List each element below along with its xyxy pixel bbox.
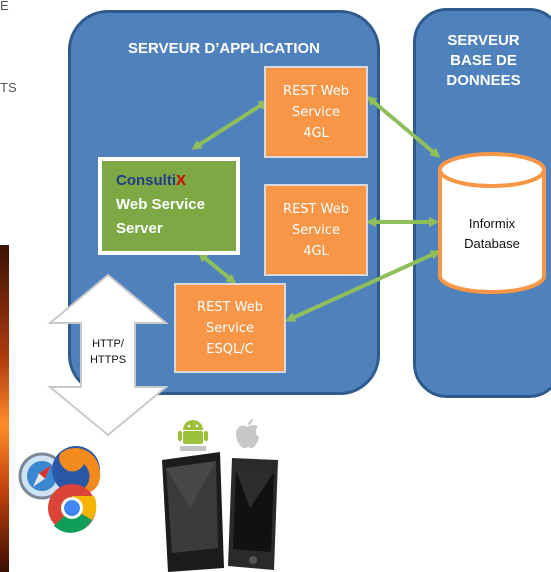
- database-label-line1: Informix: [468, 216, 516, 231]
- service-4gl-middle-line1: REST Web: [283, 201, 349, 217]
- http-label-line1: HTTP/: [92, 338, 124, 350]
- arrow-service-esql-to-database: [285, 250, 441, 322]
- smartphone-left: [162, 452, 224, 572]
- consultix-line3: Server: [116, 220, 163, 237]
- consultix-brand-main: Consulti: [116, 172, 176, 189]
- android-wordmark: [180, 446, 206, 451]
- service-4gl-middle-line3: 4GL: [303, 243, 329, 259]
- clipped-text-top: E: [0, 0, 9, 13]
- service-4gl-middle: REST Web Service 4GL: [264, 184, 368, 276]
- service-esqlc-line3: ESQL/C: [206, 341, 254, 357]
- service-4gl-top: REST Web Service 4GL: [264, 66, 368, 158]
- android-icon: [178, 420, 208, 451]
- database-server-title-line2: BASE DE: [450, 52, 517, 69]
- http-label: HTTP/ HTTPS: [84, 336, 132, 368]
- consultix-server-box: ConsultiX Web Service Server: [98, 157, 240, 255]
- database-server-title-line1: SERVEUR: [447, 32, 520, 49]
- service-esqlc: REST Web Service ESQL/C: [174, 283, 286, 373]
- database-label-line2: Database: [464, 236, 520, 251]
- clipped-image: [0, 245, 9, 572]
- service-esqlc-line1: REST Web: [197, 299, 263, 315]
- application-server-title: SERVEUR D’APPLICATION: [128, 40, 320, 57]
- chrome-icon: [48, 484, 97, 533]
- consultix-line2: Web Service: [116, 196, 205, 213]
- http-label-line2: HTTPS: [89, 354, 127, 366]
- consultix-brand: ConsultiX: [116, 169, 236, 193]
- database-server-title-line3: DONNEES: [446, 72, 521, 89]
- database-cylinder: [438, 152, 546, 294]
- consultix-brand-x: X: [176, 172, 187, 189]
- service-4gl-top-line1: REST Web: [283, 83, 349, 99]
- service-4gl-top-line2: Service: [291, 104, 341, 120]
- service-esqlc-line2: Service: [205, 320, 255, 336]
- service-4gl-middle-line2: Service: [291, 222, 341, 238]
- http-double-arrow: [47, 273, 169, 437]
- database-server-title: SERVEUR BASE DE DONNEES: [416, 31, 551, 91]
- clipped-text-middle: TS: [0, 80, 17, 95]
- arrow-consultix-to-service-top: [191, 100, 269, 150]
- smartphone-right: [228, 458, 278, 570]
- firefox-icon: [52, 446, 101, 495]
- browser-icons: [18, 446, 101, 533]
- apple-icon: [236, 419, 259, 449]
- service-4gl-top-line3: 4GL: [303, 125, 329, 141]
- arrow-service-top-to-database: [366, 96, 441, 158]
- smartphones: [162, 452, 278, 572]
- database-label: Informix Database: [440, 214, 544, 254]
- arrow-consultix-to-service-esql: [197, 252, 237, 284]
